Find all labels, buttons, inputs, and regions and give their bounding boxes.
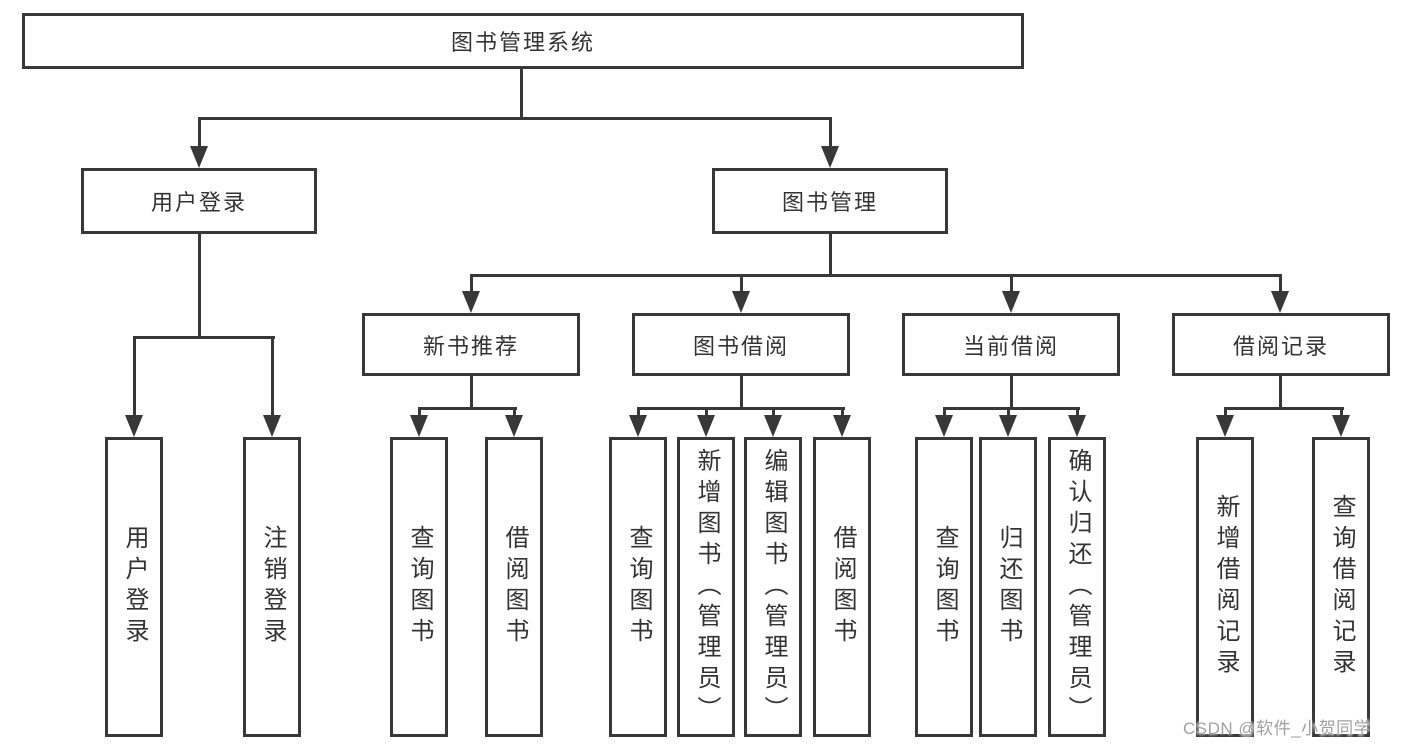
connector-splitter-current-borrowing — [943, 407, 1080, 410]
arrow-down-icon — [1271, 291, 1289, 313]
arrow-down-icon — [629, 415, 647, 437]
connector-stem — [943, 407, 946, 419]
node-label: 图书管理系统 — [450, 30, 595, 55]
arrow-down-icon — [1068, 415, 1086, 437]
node-query-books-recommend: 查询图书 — [390, 437, 448, 737]
node-logout: 注销登录 — [243, 437, 301, 737]
node-current-borrowing: 当前借阅 — [902, 313, 1120, 376]
node-confirm-return-admin: 确认归还（管理员） — [1048, 437, 1106, 737]
arrow-down-icon — [935, 415, 953, 437]
node-label: 用户登录 — [121, 525, 148, 649]
node-label: 图书管理 — [781, 190, 878, 215]
node-label: 借阅记录 — [1232, 333, 1329, 359]
connector-stem — [1076, 407, 1079, 419]
node-label: 确认归还（管理员） — [1064, 447, 1091, 727]
arrow-down-icon — [833, 415, 851, 437]
connector-splitter-user-login — [133, 336, 275, 339]
node-label: 注销登录 — [259, 525, 286, 649]
node-query-borrow-record: 查询借阅记录 — [1312, 437, 1370, 737]
node-return-books: 归还图书 — [979, 437, 1037, 737]
connector-stem — [829, 117, 832, 147]
arrow-down-icon — [410, 415, 428, 437]
node-edit-books-admin: 编辑图书（管理员） — [744, 437, 802, 737]
node-label: 编辑图书（管理员） — [760, 447, 787, 727]
connector-splitter-new-book — [418, 407, 517, 410]
node-label: 借阅图书 — [501, 525, 528, 649]
node-borrowing-records: 借阅记录 — [1172, 313, 1390, 376]
connector-stem — [513, 407, 516, 419]
arrow-down-icon — [505, 415, 523, 437]
node-user-login: 用户登录 — [81, 168, 317, 234]
connector-stem — [637, 407, 640, 419]
connector-stem — [470, 274, 473, 293]
arrow-down-icon — [1332, 415, 1350, 437]
arrow-down-icon — [732, 291, 750, 313]
node-user-login-leaf: 用户登录 — [105, 437, 163, 737]
arrow-down-icon — [1002, 291, 1020, 313]
arrow-down-icon — [764, 415, 782, 437]
connector-trunk-current-borrowing — [1010, 376, 1013, 409]
connector-stem — [740, 274, 743, 293]
node-label: 查询图书 — [406, 525, 433, 649]
connector-trunk-borrowing-records — [1279, 376, 1282, 409]
arrow-down-icon — [1216, 415, 1234, 437]
node-query-books-borrowing: 查询图书 — [609, 437, 667, 737]
connector-stem — [841, 407, 844, 419]
node-label: 当前借阅 — [962, 333, 1059, 359]
csdn-watermark: CSDN @软件_小贺同学 — [1183, 719, 1372, 738]
node-label: 用户登录 — [150, 190, 247, 215]
arrow-down-icon — [125, 415, 143, 437]
connector-stem — [1279, 274, 1282, 293]
connector-trunk-new-book — [470, 376, 473, 409]
node-query-books-current: 查询图书 — [915, 437, 973, 737]
connector-stem — [198, 117, 201, 147]
node-book-management: 图书管理 — [712, 168, 948, 234]
node-label: 新书推荐 — [422, 333, 519, 359]
connector-trunk-book-borrowing — [740, 376, 743, 409]
connector-stem — [1007, 407, 1010, 419]
connector-splitter-book-borrowing — [637, 407, 845, 410]
node-new-book-recommendation: 新书推荐 — [362, 313, 580, 376]
node-label: 查询图书 — [625, 525, 652, 649]
connector-stem — [772, 407, 775, 419]
connector-stem — [1340, 407, 1343, 419]
arrow-down-icon — [697, 415, 715, 437]
node-borrow-books: 借阅图书 — [813, 437, 871, 737]
connector-trunk-user-login — [198, 234, 201, 339]
node-label: 新增借阅记录 — [1212, 494, 1239, 680]
connector-splitter-book-management — [470, 274, 1282, 277]
connector-splitter-root — [198, 117, 832, 120]
connector-stem — [271, 336, 274, 417]
arrow-down-icon — [821, 146, 839, 168]
node-label: 新增图书（管理员） — [693, 447, 720, 727]
node-label: 借阅图书 — [829, 525, 856, 649]
connector-stem — [418, 407, 421, 419]
arrow-down-icon — [263, 415, 281, 437]
connector-stem — [1010, 274, 1013, 293]
node-add-borrow-record: 新增借阅记录 — [1196, 437, 1254, 737]
arrow-down-icon — [462, 291, 480, 313]
connector-trunk-book-management — [829, 234, 832, 277]
arrow-down-icon — [999, 415, 1017, 437]
node-add-books-admin: 新增图书（管理员） — [677, 437, 735, 737]
connector-stem — [1224, 407, 1227, 419]
connector-trunk-root — [520, 69, 523, 119]
node-library-management-system: 图书管理系统 — [22, 13, 1024, 69]
arrow-down-icon — [190, 146, 208, 168]
connector-stem — [133, 336, 136, 417]
node-book-borrowing: 图书借阅 — [632, 313, 850, 376]
connector-splitter-borrowing-records — [1224, 407, 1344, 410]
connector-stem — [705, 407, 708, 419]
node-label: 归还图书 — [995, 525, 1022, 649]
node-label: 查询借阅记录 — [1328, 494, 1355, 680]
node-label: 查询图书 — [931, 525, 958, 649]
node-borrow-books-recommend: 借阅图书 — [485, 437, 543, 737]
node-label: 图书借阅 — [692, 333, 789, 359]
